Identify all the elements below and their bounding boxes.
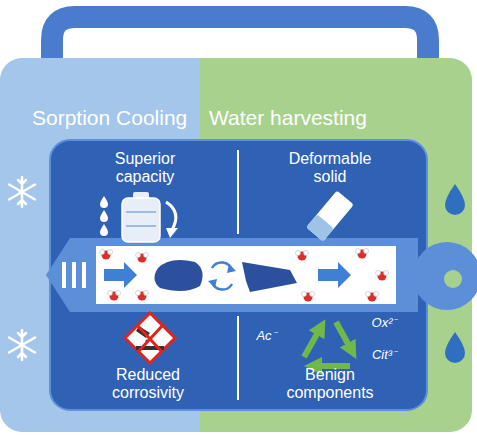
flow-arrow	[318, 262, 351, 288]
key-bow	[413, 242, 477, 310]
hydrogen-atom	[356, 249, 361, 254]
hydrogen-atom	[302, 292, 307, 297]
deformed-blob	[242, 262, 297, 292]
cycle-arrow-head	[208, 279, 217, 288]
key-band	[96, 246, 396, 304]
snowflake-arm	[9, 338, 35, 353]
jug-stripe	[126, 225, 156, 227]
oxygen-atom	[368, 293, 377, 302]
snowflake-arm	[9, 185, 35, 200]
curved-arrow-head	[166, 228, 178, 238]
water-molecule	[302, 292, 315, 302]
hydrogen-atom	[296, 251, 301, 256]
water-molecule	[100, 250, 113, 260]
hazard-drip	[145, 339, 148, 342]
oxygen-atom	[138, 292, 147, 301]
cycle-arrow-head	[227, 264, 236, 273]
solid-blob	[154, 260, 202, 291]
oxygen-atom	[138, 254, 147, 263]
eraser-sleeve	[306, 214, 334, 241]
water-drop-icon	[445, 184, 465, 215]
hydrogen-atom	[144, 291, 149, 296]
curved-arrow	[166, 202, 176, 230]
divider-line	[237, 150, 239, 234]
panel-title: Sorption Cooling	[32, 106, 200, 130]
recycle-arrow	[313, 363, 350, 369]
small-drop	[100, 210, 108, 222]
oxygen-atom	[358, 250, 367, 259]
hydrogen-atom	[304, 251, 309, 256]
hazard-pictogram	[136, 326, 150, 338]
cooling-panel: Sorption Cooling	[0, 58, 200, 432]
hydrogen-atom	[144, 253, 149, 258]
cycle-arrow	[212, 262, 232, 270]
hydrogen-atom	[366, 292, 371, 297]
jug-icon	[122, 198, 160, 242]
recycle-arrow	[336, 322, 352, 351]
water-molecule	[136, 291, 149, 301]
hazard-surface	[136, 346, 164, 350]
hydrogen-atom	[376, 271, 381, 276]
jug-neck	[133, 192, 149, 200]
jug-stripe	[126, 211, 156, 213]
small-drop	[100, 224, 108, 236]
water-molecule	[296, 251, 309, 261]
oxygen-atom	[304, 293, 313, 302]
oxygen-atom	[110, 292, 119, 301]
snowflake-icon	[9, 177, 35, 207]
eraser-body	[306, 191, 354, 242]
flow-arrow	[104, 262, 137, 288]
harvesting-panel: Water harvesting	[200, 58, 472, 432]
water-molecule	[376, 271, 389, 281]
key-tooth	[82, 262, 86, 288]
key-tooth	[62, 262, 66, 288]
hydrogen-atom	[108, 250, 113, 255]
snowflake-arm	[21, 330, 24, 360]
snowflake-arm	[9, 185, 35, 200]
hydrogen-atom	[310, 292, 315, 297]
water-molecule	[136, 253, 149, 263]
hazard-diamond	[125, 313, 175, 363]
water-molecule	[108, 291, 121, 301]
hydrogen-atom	[374, 292, 379, 297]
cycle-arrow	[212, 282, 232, 290]
inner-panel	[50, 140, 427, 410]
hydrogen-atom	[108, 291, 113, 296]
eraser-icon	[306, 191, 354, 242]
key-tooth	[72, 262, 76, 288]
hydrogen-atom	[364, 249, 369, 254]
hydrogen-atom	[384, 271, 389, 276]
key-blade	[46, 238, 418, 312]
hydrogen-atom	[100, 250, 105, 255]
small-drop	[100, 196, 108, 208]
panel-title: Water harvesting	[209, 106, 472, 130]
snowflake-arm	[9, 338, 35, 353]
oxygen-atom	[298, 252, 307, 261]
hazard-cross	[138, 326, 162, 352]
water-molecule	[366, 292, 379, 302]
snowflake-branch	[18, 333, 26, 357]
recycle-arrow	[304, 327, 321, 357]
oxygen-atom	[102, 251, 111, 260]
divider-line	[237, 316, 239, 400]
oxygen-atom	[378, 272, 387, 281]
snowflake-icon	[9, 330, 35, 360]
water-molecule	[356, 249, 369, 259]
water-drop-icon	[445, 332, 465, 363]
snowflake-branch	[18, 180, 26, 204]
hydrogen-atom	[136, 291, 141, 296]
hydrogen-atom	[116, 291, 121, 296]
hydrogen-atom	[136, 253, 141, 258]
snowflake-arm	[21, 177, 24, 207]
key-hole	[444, 270, 462, 288]
